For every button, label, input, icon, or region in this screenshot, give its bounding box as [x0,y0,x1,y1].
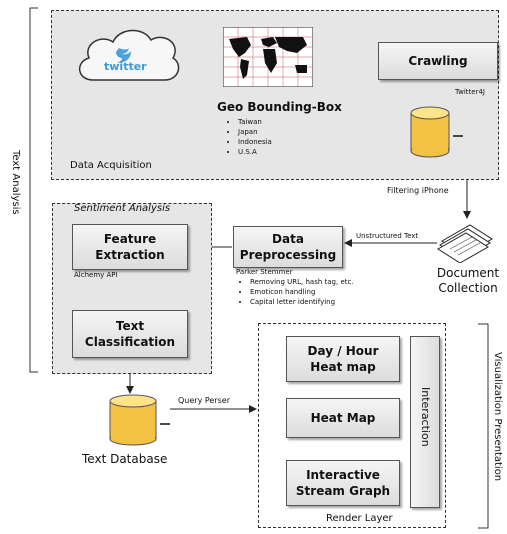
preprocessing-line2: Preprocessing [239,248,337,262]
stream-graph-box: Interactive Stream Graph [286,460,400,506]
text-classification-line1: Text [115,319,145,333]
preprocessing-item: Capital letter identifying [250,297,354,307]
data-acquisition-label: Data Acquisition [70,160,152,171]
twitter-wordmark: twitter [104,60,147,73]
geo-item: Indonesia [238,137,272,147]
document-collection-line2: Collection [438,281,498,295]
preprocessing-line1: Data [272,232,304,246]
unstructured-text-label: Unstructured Text [356,232,419,240]
visualization-bracket [478,323,489,529]
geo-item: Taiwan [238,117,272,127]
filtering-label: Filtering iPhone [387,186,449,195]
interaction-bar: Interaction [410,336,440,508]
feature-line1: Feature [103,232,157,246]
geo-country-list: Taiwan Japan Indonesia U.S.A [228,117,272,157]
world-map-icon [223,27,313,87]
twitter-cloud-icon [79,29,180,81]
dayhour-line1: Day / Hour [307,344,379,358]
crawling-label: Crawling [408,54,468,68]
interaction-label: Interaction [419,387,432,447]
preprocessing-item: Removing URL, hash tag, etc. [250,277,354,287]
document-collection-line1: Document [436,266,500,280]
query-parser-label: Query Perser [178,396,230,405]
stream-line1: Interactive [306,468,380,482]
twitter4j-label: Twitter4J [455,88,485,96]
raw-database-icon [410,106,463,158]
geo-item: U.S.A [238,147,272,157]
text-database-icon [109,394,170,446]
visualization-presentation-label: Visualization Presentation [492,352,503,482]
crawling-box: Crawling [378,42,498,80]
dayhour-line2: Heat map [310,360,376,374]
data-preprocessing-box: Data Preprocessing [233,226,343,268]
sentiment-analysis-label: Sentiment Analysis [74,203,171,214]
heat-map-label: Heat Map [310,411,376,425]
day-hour-heatmap-box: Day / Hour Heat map [286,336,400,382]
preprocessing-list: Removing URL, hash tag, etc. Emoticon ha… [240,277,354,307]
text-database-label: Text Database [82,452,168,466]
document-collection-label: Document Collection [428,266,507,296]
geo-bounding-box-title: Geo Bounding-Box [217,100,342,114]
text-analysis-bracket [29,7,38,373]
preprocessing-item: Emoticon handling [250,287,354,297]
document-stack-icon [437,224,493,263]
render-layer-label: Render Layer [326,513,393,524]
geo-item: Japan [238,127,272,137]
parker-stemmer-label: Parker Stemmer [236,268,293,276]
feature-line2: Extraction [95,248,165,262]
heat-map-box: Heat Map [286,398,400,438]
text-analysis-label: Text Analysis [10,150,21,215]
stream-line2: Stream Graph [295,484,391,498]
feature-extraction-box: Feature Extraction [72,224,188,270]
text-classification-box: Text Classification [72,310,188,358]
alchemy-api-label: Alchemy API [74,271,118,279]
text-classification-line2: Classification [84,335,176,349]
